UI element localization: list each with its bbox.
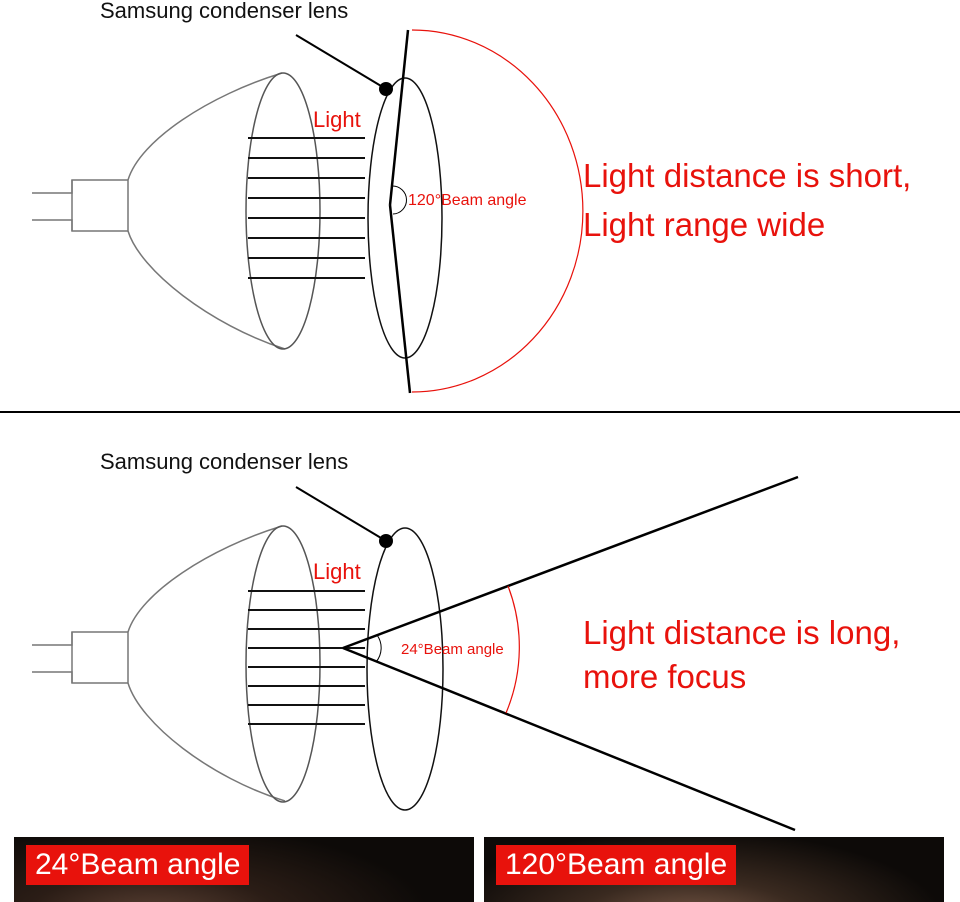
angle-marker-arc [391,185,407,215]
condenser-lens [366,527,444,811]
condenser-lens [367,77,443,359]
light-label: Light [313,107,361,132]
reflector-rim [245,72,321,350]
lamp-body [32,72,286,350]
reflector-rim [245,525,321,803]
light-rays [248,590,365,725]
lamp-body [32,525,286,802]
description-line-2: more focus [583,658,746,695]
photo-label-120: 120°Beam angle [496,845,737,885]
beam-range-arc [505,585,520,714]
beam-angle-label: 120°Beam angle [408,192,527,209]
beam-edges [342,475,799,832]
lens-leader-line [295,34,387,90]
lens-leader-line [295,486,387,542]
panel-divider [0,411,960,413]
diagram-24-beam: Samsung condenser lens Light 24°Beam ang… [32,449,900,832]
photo-label-24: 24°Beam angle [26,845,250,885]
description-line-2: Light range wide [583,206,825,243]
beam-edges [388,29,412,394]
diagram-120-beam: Samsung condenser lens Light 120°Beam an… [32,0,911,394]
lens-pointer-dot [379,534,393,548]
description-line-1: Light distance is short, [583,157,911,194]
angle-marker-arc [375,634,382,663]
lens-pointer-dot [379,82,393,96]
photo-120-beam: 120°Beam angle [484,837,944,902]
light-rays [248,137,365,279]
lens-label: Samsung condenser lens [100,449,348,474]
beam-range-arc [411,29,584,393]
beam-angle-label: 24°Beam angle [401,641,504,658]
light-label: Light [313,559,361,584]
lens-label: Samsung condenser lens [100,0,348,23]
photo-24-beam: 24°Beam angle [14,837,474,902]
description-line-1: Light distance is long, [583,614,900,651]
